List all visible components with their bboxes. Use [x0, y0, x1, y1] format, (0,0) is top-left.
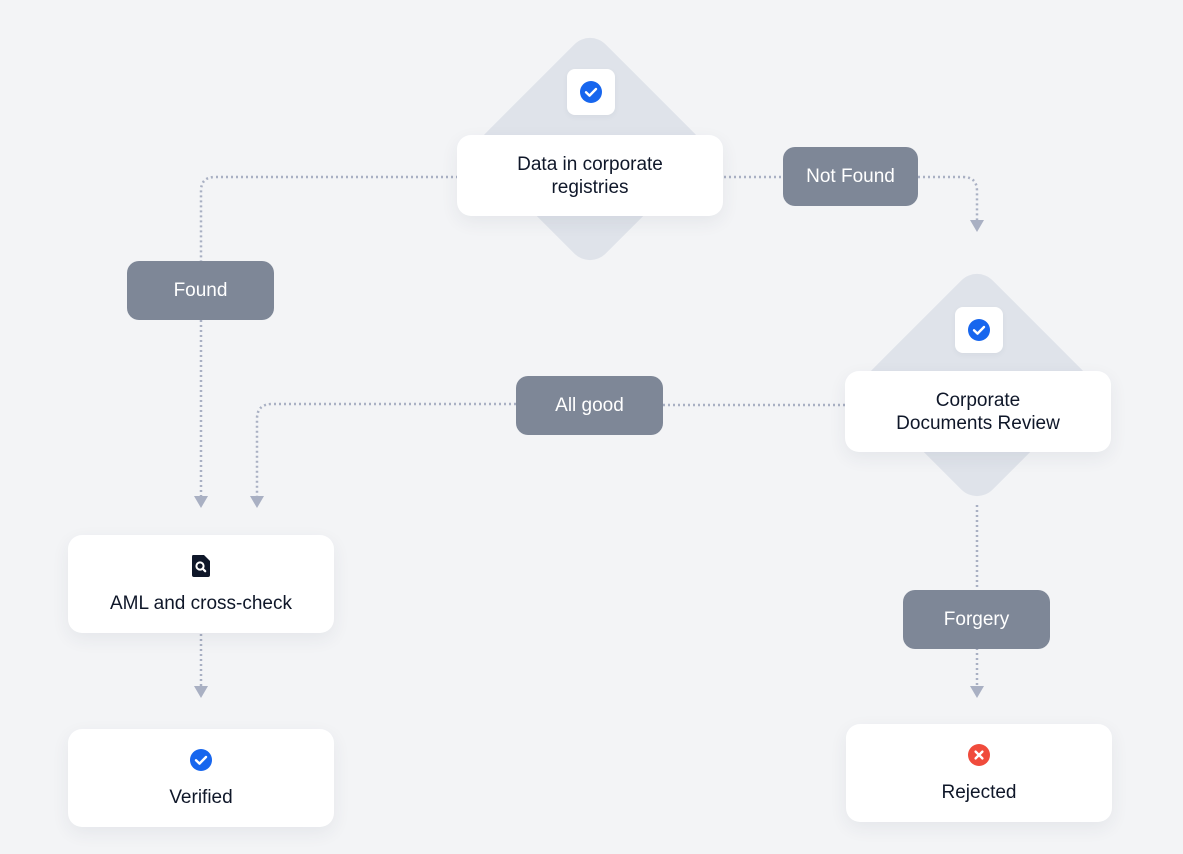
x-circle-icon — [968, 743, 990, 766]
connector-notfound-to-docs — [918, 175, 979, 220]
node-rejected[interactable]: Rejected — [846, 724, 1112, 822]
arrowhead-forgery — [970, 686, 984, 698]
node-label: Rejected — [941, 781, 1017, 803]
connector-registries-to-found — [199, 175, 458, 262]
edge-label-all-good: All good — [516, 376, 663, 435]
document-search-icon — [192, 554, 210, 577]
edge-label-forgery: Forgery — [903, 590, 1050, 649]
node-label: Verified — [169, 786, 233, 808]
node-label-line2: registries — [551, 176, 629, 198]
edge-label-found: Found — [127, 261, 274, 320]
node-aml-cross-check[interactable]: AML and cross-check — [68, 535, 334, 633]
edge-label-not-found: Not Found — [783, 147, 918, 206]
node-data-in-corporate-registries[interactable]: Data in corporate registries — [457, 135, 723, 216]
node-label-line1: Corporate — [935, 389, 1021, 411]
node-verified[interactable]: Verified — [68, 729, 334, 827]
arrowhead-notfound — [970, 220, 984, 232]
check-circle-icon — [580, 81, 602, 103]
arrowhead-aml-verified — [194, 686, 208, 698]
node-label: AML and cross-check — [110, 592, 292, 614]
registries-status-badge — [567, 69, 615, 115]
arrowhead-found — [194, 496, 208, 508]
node-label-line2: Documents Review — [896, 412, 1060, 434]
node-label-line1: Data in corporate — [517, 153, 663, 175]
check-circle-icon — [968, 319, 990, 341]
check-circle-icon — [190, 748, 212, 771]
node-corporate-documents-review[interactable]: Corporate Documents Review — [845, 371, 1111, 452]
arrowhead-allgood — [250, 496, 264, 508]
docs-review-status-badge — [955, 307, 1003, 353]
connector-allgood-to-aml — [255, 402, 516, 496]
